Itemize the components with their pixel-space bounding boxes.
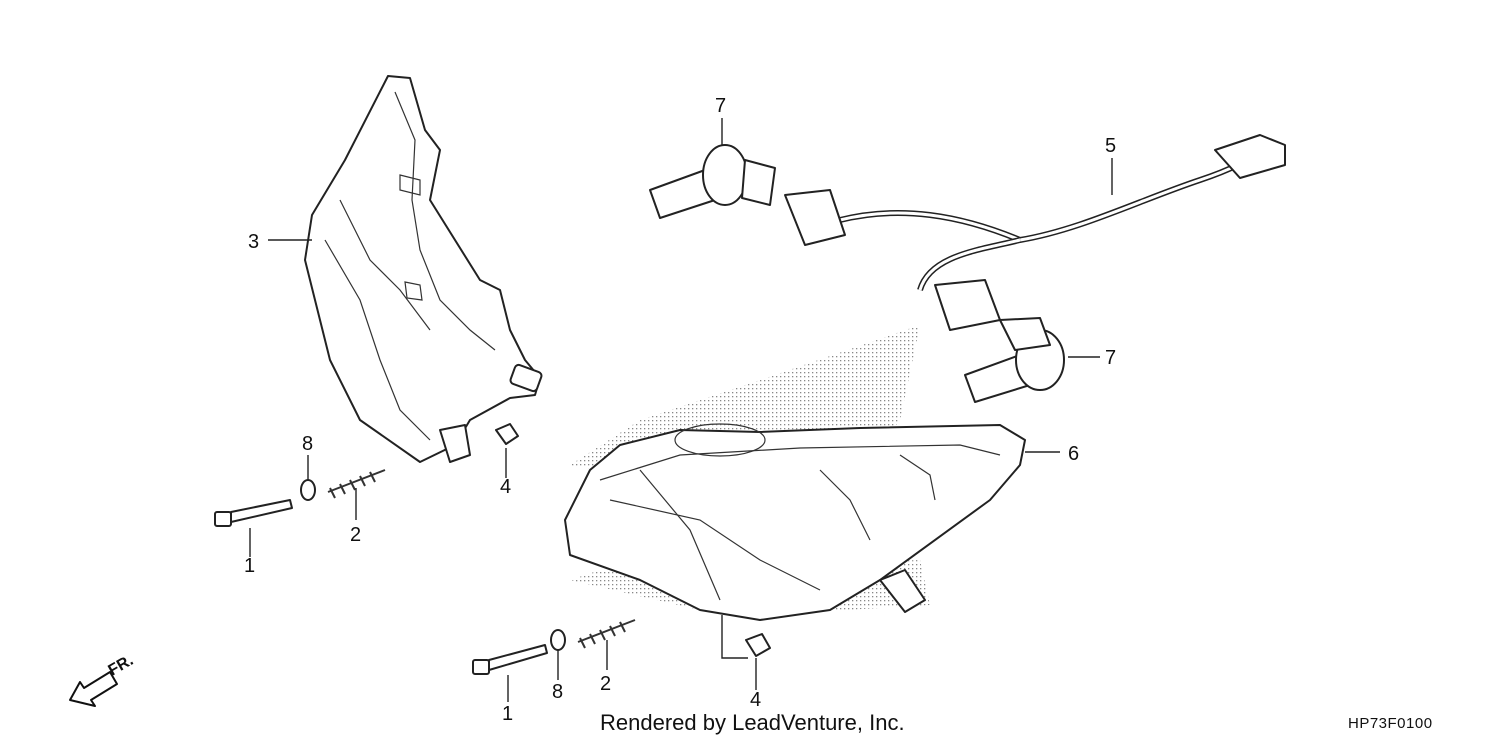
spring-right[interactable] <box>577 619 636 649</box>
callout-5[interactable]: 5 <box>1105 135 1116 157</box>
callout-4-right[interactable]: 4 <box>750 689 761 711</box>
bolt-right[interactable] <box>472 644 548 675</box>
bulb-top[interactable] <box>649 144 776 219</box>
callout-1-left[interactable]: 1 <box>244 555 255 577</box>
callout-6[interactable]: 6 <box>1068 443 1079 465</box>
callout-7-top[interactable]: 7 <box>715 95 726 117</box>
callout-8-right[interactable]: 8 <box>552 681 563 703</box>
leader-4-right <box>721 615 757 690</box>
washer-left[interactable] <box>300 479 316 501</box>
diagram-code: HP73F0100 <box>1348 715 1433 732</box>
footer-credit: Rendered by LeadVenture, Inc. <box>600 710 905 735</box>
wire-harness[interactable] <box>784 134 1286 331</box>
nut-left[interactable] <box>495 423 519 445</box>
callout-1-right[interactable]: 1 <box>502 703 513 725</box>
left-headlight-housing[interactable] <box>304 75 543 463</box>
callout-7-right[interactable]: 7 <box>1105 347 1116 369</box>
right-headlight-housing[interactable] <box>564 325 1026 621</box>
bulb-right[interactable] <box>964 317 1065 403</box>
spring-left[interactable] <box>327 469 386 499</box>
nut-right[interactable] <box>745 633 771 657</box>
callout-2-left[interactable]: 2 <box>350 524 361 546</box>
washer-right[interactable] <box>550 629 566 651</box>
arrow-front-icon: FR. <box>69 652 136 707</box>
callout-8-left[interactable]: 8 <box>302 433 313 455</box>
callout-3[interactable]: 3 <box>248 231 259 253</box>
callout-2-right[interactable]: 2 <box>600 673 611 695</box>
bolt-left[interactable] <box>214 499 293 527</box>
callout-4-left[interactable]: 4 <box>500 476 511 498</box>
